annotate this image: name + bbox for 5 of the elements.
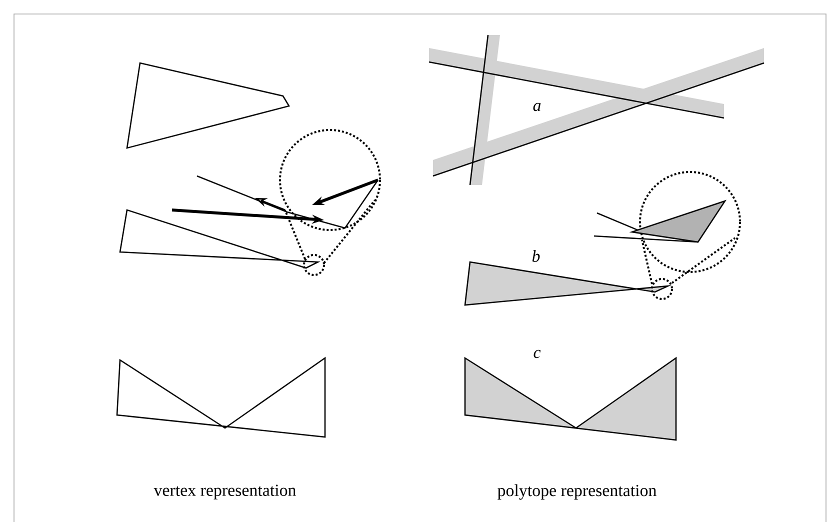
panel-letter: a bbox=[533, 102, 541, 112]
panel-letter: c bbox=[534, 350, 541, 358]
panel-letter: b bbox=[532, 250, 540, 262]
caption-text: polytope representation bbox=[498, 484, 656, 500]
caption-text: vertex representation bbox=[154, 484, 296, 500]
